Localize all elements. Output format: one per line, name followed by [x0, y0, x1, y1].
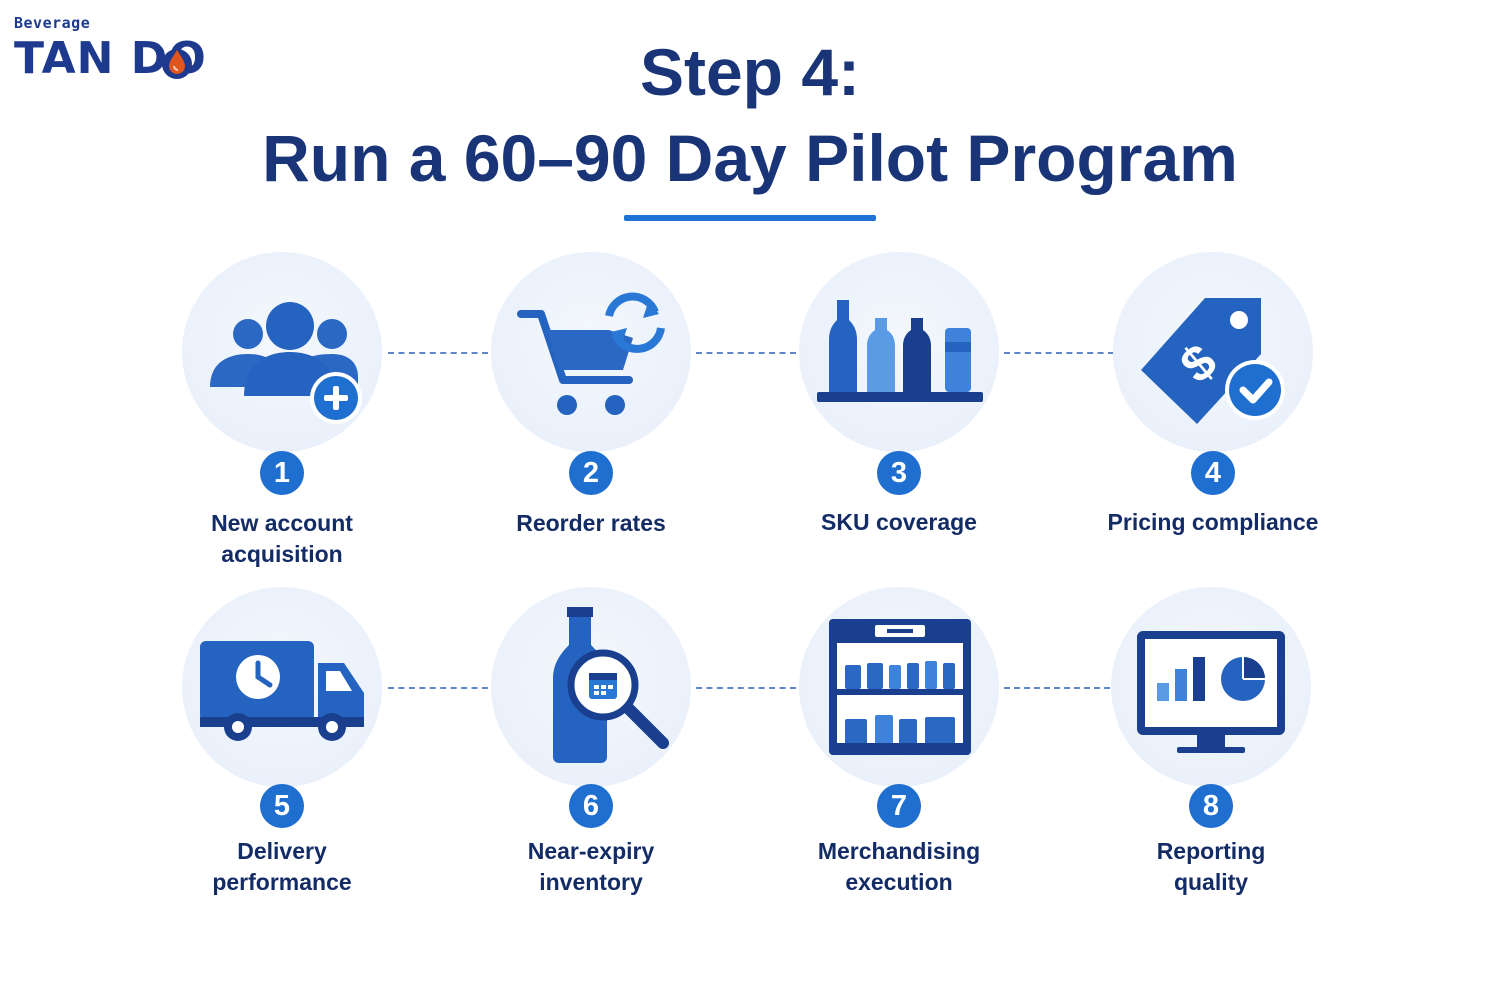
- bottle-magnifier-icon: [553, 607, 669, 763]
- logo-small-text: Beverage: [14, 14, 91, 32]
- connector-6-7: [696, 687, 796, 689]
- connector-5-6: [388, 687, 488, 689]
- step-number-badge: 4: [1191, 451, 1235, 495]
- drop-icon: [162, 49, 192, 79]
- brand-logo: Beverage TAN DO: [14, 14, 214, 84]
- icon-circle: [1111, 587, 1311, 787]
- step-number-badge: 8: [1189, 784, 1233, 828]
- step-label: Pricing compliance: [1107, 509, 1319, 535]
- step-number-badge: 1: [260, 451, 304, 495]
- connector-2-3: [696, 352, 796, 354]
- store-shelf-icon: [829, 619, 971, 755]
- cart-refresh-icon: [517, 292, 665, 415]
- step-number-badge: 5: [260, 784, 304, 828]
- connector-3-4: [1004, 352, 1114, 354]
- step-number-badge: 2: [569, 451, 613, 495]
- icon-circle: [799, 587, 999, 787]
- step-number-badge: 3: [877, 451, 921, 495]
- step-label: Reorder rates: [516, 510, 666, 536]
- icon-circle: [182, 252, 382, 452]
- icon-circle: $: [1113, 252, 1313, 452]
- icon-circle: [182, 587, 382, 787]
- step-label: SKU coverage: [821, 509, 977, 535]
- step-number-badge: 6: [569, 784, 613, 828]
- page-title-line-2: Run a 60–90 Day Pilot Program: [262, 121, 1238, 195]
- monitor-chart-icon: [1137, 631, 1285, 753]
- bottles-shelf-icon: [817, 300, 983, 402]
- delivery-truck-icon: [200, 641, 364, 741]
- icon-circle: [491, 587, 691, 787]
- connector-1-2: [388, 352, 488, 354]
- page-title-line-1: Step 4:: [639, 35, 861, 109]
- icon-circle: [799, 252, 999, 452]
- connector-7-8: [1004, 687, 1110, 689]
- icon-circle: [491, 252, 691, 452]
- step-number-badge: 7: [877, 784, 921, 828]
- price-tag-check-icon: $: [1141, 298, 1285, 424]
- users-add-icon: [210, 302, 362, 424]
- title-underline: [624, 215, 876, 221]
